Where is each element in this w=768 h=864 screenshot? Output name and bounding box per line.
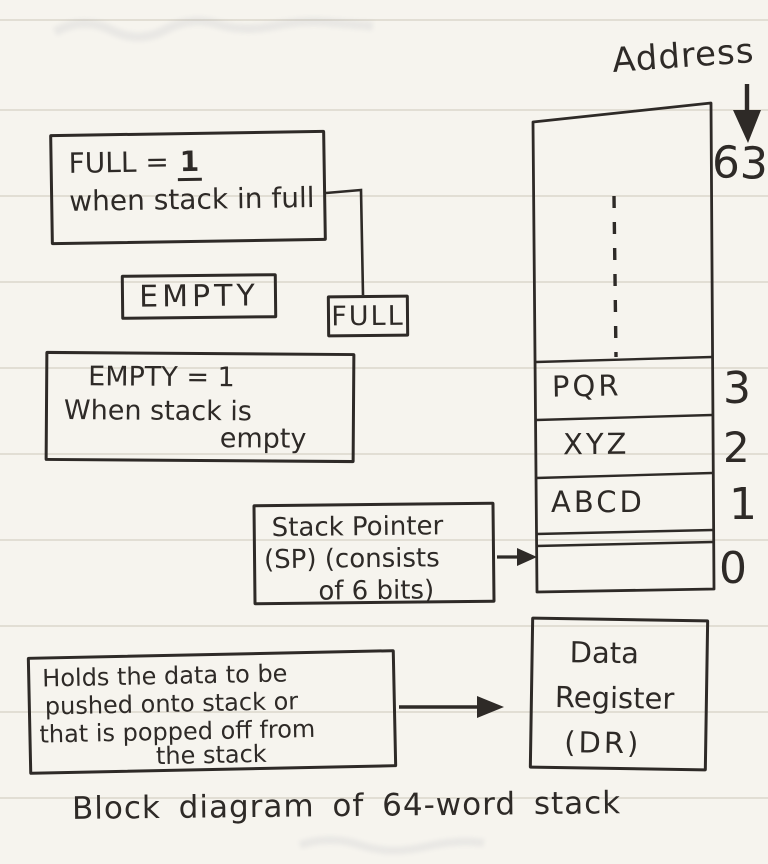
stack-pointer-line2: (SP) (consists — [263, 543, 440, 576]
stack-pointer-box: Stack Pointer (SP) (consists of 6 bits) — [252, 501, 496, 607]
stack-pointer-line1: Stack Pointer — [271, 511, 444, 544]
data-holds-note-box: Holds the data to be pushed onto stack o… — [26, 649, 398, 775]
stack-cell-pqr: PQR — [551, 368, 622, 404]
full-flag-note-box: FULL = 1 when stack in full — [49, 129, 327, 246]
stack-pointer-line3: of 6 bits) — [318, 575, 435, 607]
address-label-1: 1 — [729, 479, 757, 530]
data-register-line3: (DR) — [563, 725, 642, 761]
empty-note-line1: EMPTY = 1 — [88, 361, 235, 394]
stack-cell-abcd: ABCD — [551, 485, 645, 519]
full-note-connector — [325, 188, 365, 296]
data-register-box: Data Register (DR) — [528, 616, 710, 772]
full-note-prefix: FULL = — [68, 145, 170, 180]
stack-cell-xyz: XYZ — [562, 426, 630, 462]
empty-flag-label: EMPTY — [139, 278, 259, 315]
data-register-arrow-icon — [399, 696, 504, 718]
address-label-3: 3 — [723, 363, 751, 414]
full-note-line1: FULL = 1 — [68, 141, 323, 183]
empty-note-line3: empty — [219, 423, 307, 455]
full-note-line2: when stack in full — [68, 181, 315, 218]
empty-flag-box: EMPTY — [120, 273, 278, 320]
full-flag-box: FULL — [326, 294, 410, 338]
address-down-arrow-icon — [733, 84, 761, 143]
diagram-caption: Block diagram of 64-word stack — [71, 785, 622, 827]
stack-pointer-arrow-icon — [497, 548, 537, 566]
full-note-value: 1 — [177, 144, 202, 182]
address-label-2: 2 — [723, 423, 750, 472]
stack-ellipsis-dashed-line — [612, 195, 618, 358]
full-flag-label: FULL — [331, 300, 405, 332]
address-column-title: Address — [610, 31, 756, 81]
address-label-0: 0 — [719, 543, 747, 594]
address-label-63: 63 — [711, 137, 768, 190]
empty-flag-note-box: EMPTY = 1 When stack is empty — [44, 350, 356, 464]
data-register-line1: Data — [569, 635, 640, 671]
data-register-line2: Register — [554, 679, 675, 716]
